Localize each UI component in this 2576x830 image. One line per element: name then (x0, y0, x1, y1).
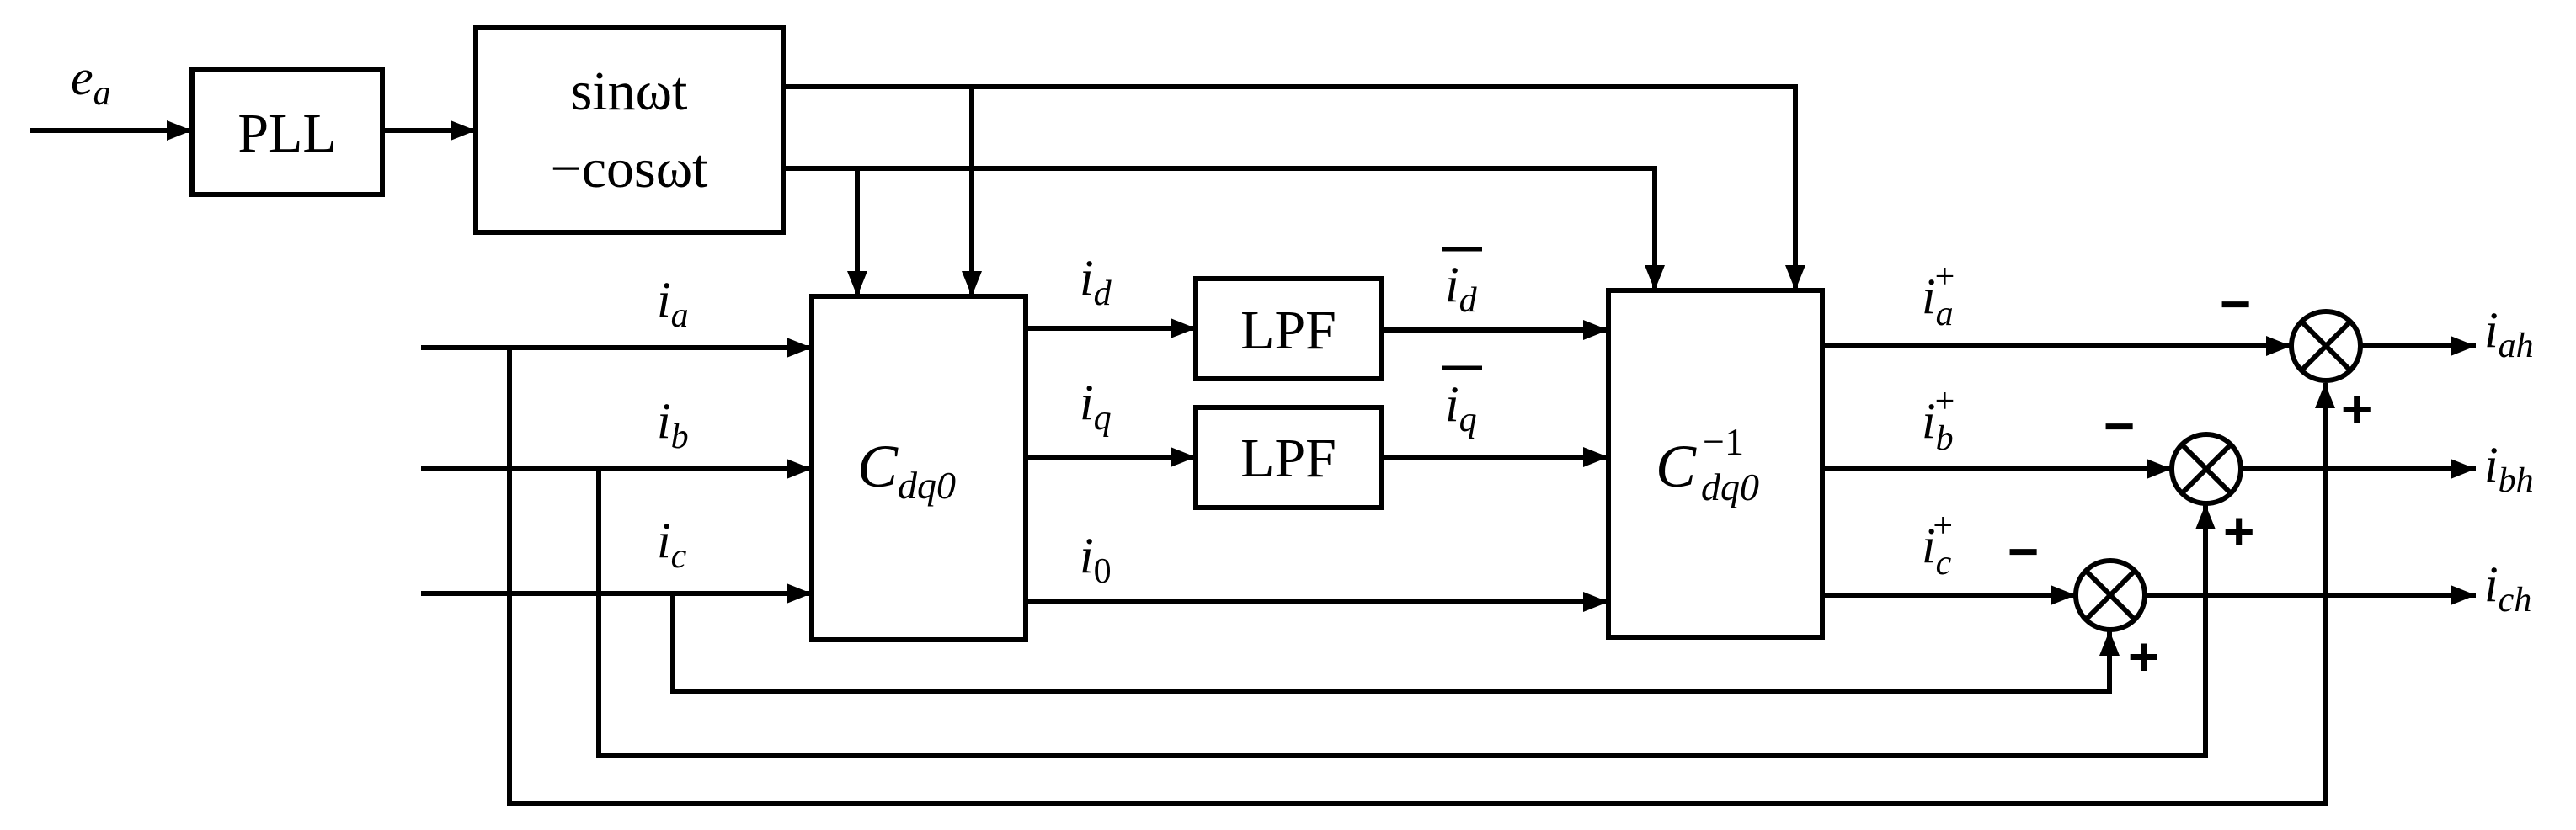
label-ic: ic (657, 513, 687, 576)
trig-block: sinωt −cosωt (473, 25, 786, 235)
summer-c-plus: + (2128, 626, 2159, 687)
wire-ic-feedback (670, 593, 2120, 694)
lpf-d-block: LPF (1193, 276, 1384, 381)
label-iq: iq (1080, 375, 1112, 438)
label-ich: ich (2484, 556, 2531, 620)
trig-cos-label: −cosωt (551, 138, 708, 200)
label-ib: ib (657, 393, 689, 456)
cinv-label-sub: dq0 (1701, 466, 1759, 508)
cdq0-block: Cdq0 (809, 294, 1028, 642)
cinv-label-base: C (1656, 433, 1697, 500)
lpf-d-label: LPF (1240, 300, 1336, 361)
lpf-q-block: LPF (1193, 405, 1384, 510)
summer-a (2289, 309, 2363, 383)
summer-b-minus: − (2104, 396, 2135, 456)
label-id: id (1080, 250, 1112, 313)
wire-ib-feedback (596, 469, 2216, 758)
wire-cos-to-cinv (783, 166, 1665, 290)
label-i0: i0 (1080, 528, 1112, 591)
pll-label: PLL (237, 103, 336, 164)
pll-block: PLL (189, 67, 385, 197)
summer-c (2073, 558, 2147, 632)
label-ibp: ib+ (1922, 382, 1955, 458)
cinv-label-sup: −1 (1703, 420, 1744, 463)
label-iqbar: iq (1445, 376, 1477, 439)
label-ea: ea (71, 50, 111, 113)
lpf-q-label: LPF (1240, 428, 1336, 489)
label-iap: ia+ (1922, 258, 1955, 333)
wire-ia-feedback (507, 348, 2335, 806)
label-idbar: id (1445, 257, 1478, 320)
cinv-block: C −1 dq0 (1606, 288, 1825, 640)
summer-b (2169, 432, 2243, 506)
summer-a-minus: − (2220, 274, 2251, 334)
summer-b-plus: + (2223, 501, 2254, 561)
cdq0-label: Cdq0 (857, 433, 956, 507)
summer-c-minus: − (2008, 521, 2039, 582)
label-iah: iah (2484, 302, 2534, 365)
summer-a-plus: + (2341, 379, 2372, 439)
trig-sin-label: sinωt (571, 61, 688, 122)
label-ia: ia (657, 272, 689, 335)
label-ibh: ibh (2484, 437, 2534, 500)
wire-sin-to-cinv (783, 84, 1805, 290)
label-icp: ic+ (1922, 507, 1953, 583)
